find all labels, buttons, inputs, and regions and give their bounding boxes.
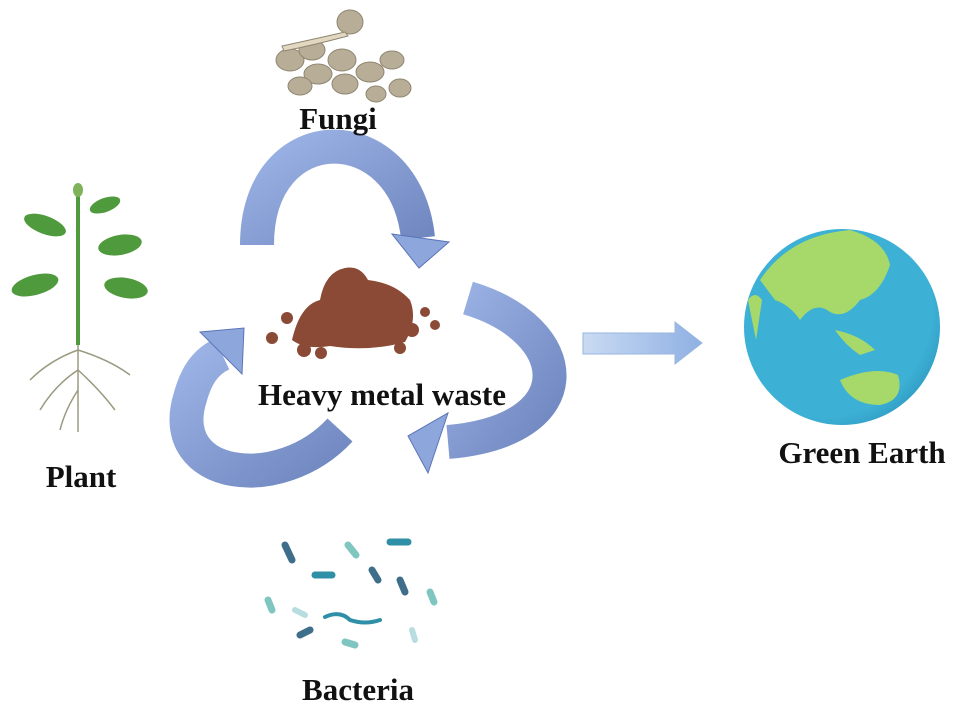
bacteria-illustration — [264, 538, 438, 649]
arrowhead-plant — [198, 327, 245, 376]
arrowhead-fungi — [390, 233, 451, 269]
heavy-metal-waste-label: Heavy metal waste — [258, 377, 506, 412]
arrow-plant-to-waste — [169, 338, 353, 488]
fungi-illustration — [275, 9, 412, 103]
cycle-arrows — [169, 129, 567, 488]
plant-illustration — [11, 183, 148, 432]
plant-label: Plant — [45, 459, 117, 494]
earth-globe-icon — [744, 229, 940, 425]
green-earth-label: Green Earth — [778, 435, 946, 470]
arrow-waste-to-bacteria — [446, 281, 567, 459]
arrowhead-bacteria — [407, 411, 449, 475]
arrow-fungi-to-waste — [240, 129, 435, 246]
soil-pile-illustration — [266, 267, 440, 359]
fungi-label: Fungi — [299, 101, 377, 136]
bacteria-label: Bacteria — [302, 672, 414, 707]
result-arrow — [582, 320, 703, 366]
